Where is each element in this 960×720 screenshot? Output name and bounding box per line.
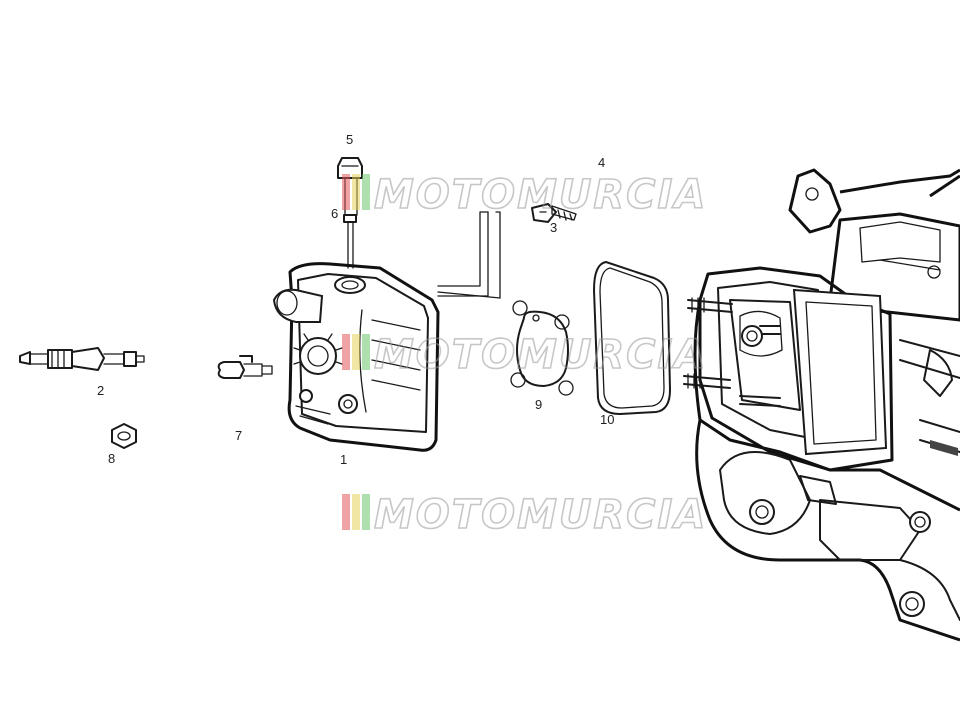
callout-3: 3: [550, 220, 557, 235]
callout-1: 1: [340, 452, 347, 467]
watermark-stripe-red: [342, 334, 350, 370]
breather-pipe-route: [437, 211, 501, 299]
callout-8: 8: [108, 451, 115, 466]
callout-5: 5: [346, 132, 353, 147]
pin-part-6: [347, 221, 354, 269]
washer-part-4: [551, 205, 577, 221]
callout-10: 10: [600, 412, 614, 427]
watermark-stripe-red: [342, 174, 350, 210]
watermark-stripe-green: [362, 174, 370, 210]
watermark-stripe-red: [342, 494, 350, 530]
watermark-middle: MOTOMURCIA: [342, 331, 707, 379]
watermark-stripe-green: [362, 494, 370, 530]
callout-labels: 1 2 3 4 5 6 7 8 9 10: [97, 132, 614, 467]
temperature-sensor-part-7: [217, 355, 273, 379]
callout-6: 6: [331, 206, 338, 221]
callout-4: 4: [598, 155, 605, 170]
watermark-top: MOTOMURCIA: [342, 171, 707, 219]
callout-2: 2: [97, 383, 104, 398]
watermark-stripe-green: [362, 334, 370, 370]
watermark-stripe-yellow: [352, 494, 360, 530]
head-gasket-part-10: [593, 261, 671, 415]
watermark-stripe-yellow: [352, 174, 360, 210]
watermark-text: MOTOMURCIA: [374, 172, 707, 218]
screw-part-3: [531, 203, 557, 223]
watermark-text: MOTOMURCIA: [374, 492, 707, 538]
nut-part-8: [111, 423, 137, 449]
spark-plug-part-2: [19, 347, 145, 371]
watermark-bottom: MOTOMURCIA: [342, 491, 707, 539]
watermark-stripe-yellow: [352, 334, 360, 370]
callout-7: 7: [235, 428, 242, 443]
engine-cylinder-block: [683, 168, 960, 642]
cylinder-head-cover-part-1: [272, 262, 440, 452]
watermark-text: MOTOMURCIA: [374, 332, 707, 378]
gasket-part-9: [510, 300, 574, 396]
callout-9: 9: [535, 397, 542, 412]
